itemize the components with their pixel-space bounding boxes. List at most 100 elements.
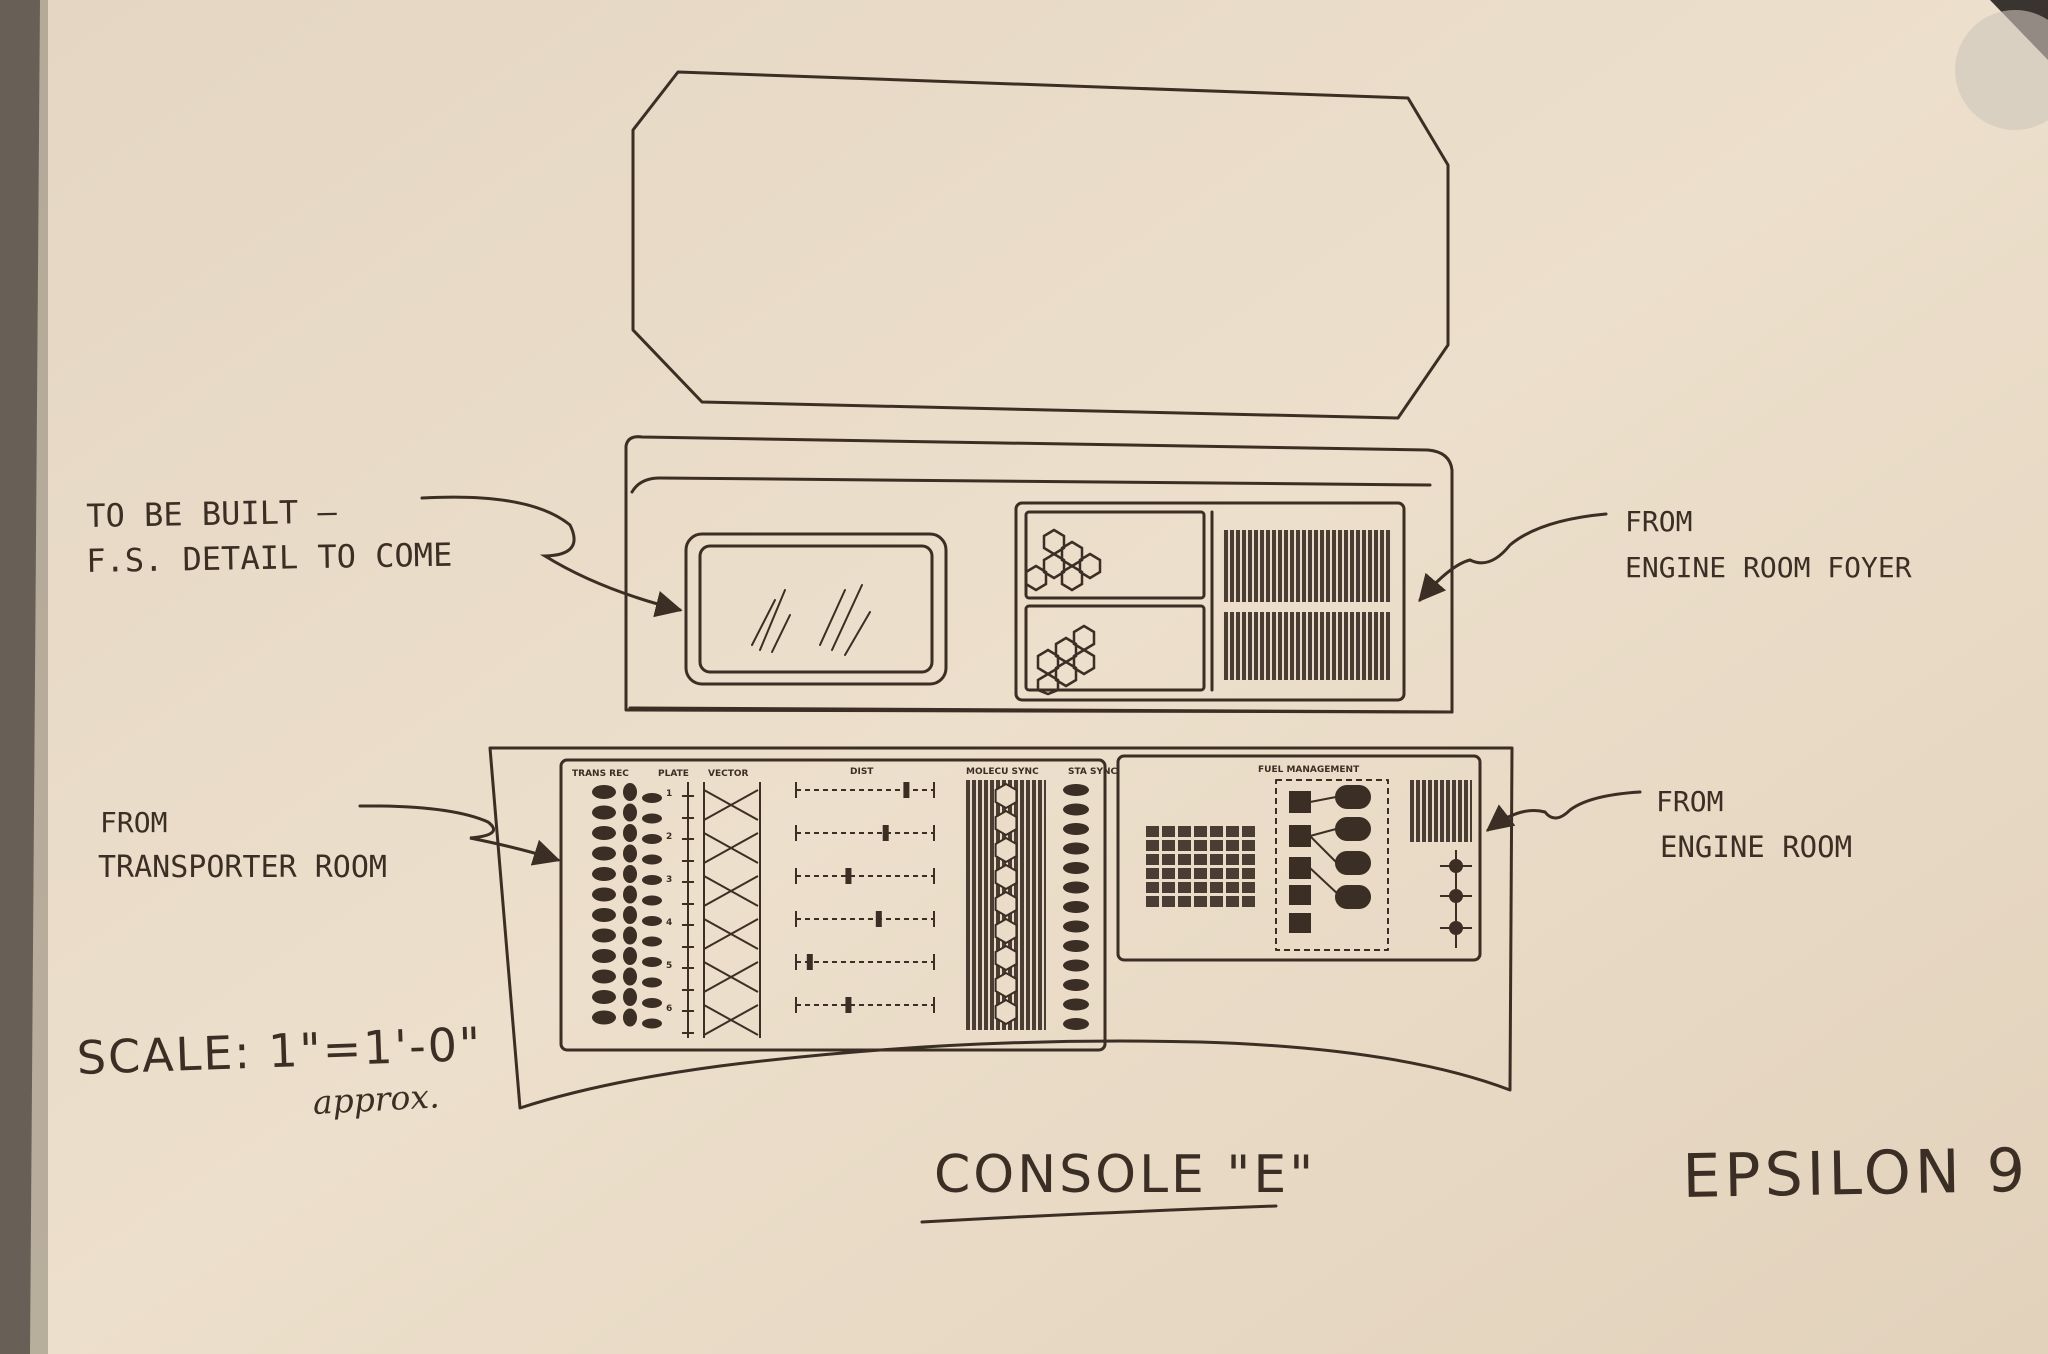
trans-rec-pill [642,854,662,865]
molecu-sync-cells [994,782,1018,1026]
fuel-grid-cell [1162,826,1175,837]
annotation-transporter-room: TRANSPORTER ROOM [98,850,387,885]
trans-rec-oval [592,826,616,840]
title-underline [920,1204,1278,1224]
fuel-grid-cell [1146,826,1159,837]
fuel-grid-cell [1178,854,1191,865]
trans-rec-oval [592,949,616,963]
trans-rec-pill [642,793,662,803]
sta-sync-oval [1063,881,1089,894]
vector-x [703,875,759,907]
sta-sync-oval [1063,940,1089,952]
fuel-grid-cell [1194,896,1207,907]
trans-rec-knob [623,967,637,986]
plate-number: 6 [666,1004,672,1014]
trans-rec-oval [592,969,616,984]
annotation-from-transporter: FROM [100,806,168,839]
fuel-grid-cell [1210,840,1223,851]
fuel-grid-cell [1178,882,1191,893]
annotation-to-be-built: TO BE BUILT — [85,492,338,535]
hex-cluster-top [1024,528,1102,592]
screen-glare [751,584,871,656]
trans-rec-oval [592,785,616,799]
trans-rec-knob [623,783,637,801]
trans-rec-oval [592,867,616,881]
molecu-cell [994,863,1018,891]
glass-object-corner [1955,10,2048,130]
fuel-grid-cell [1226,896,1239,907]
annotation-engine-room-foyer: ENGINE ROOM FOYER [1625,551,1912,584]
fuel-grid-cell [1162,854,1175,865]
sta-sync-oval [1063,901,1089,913]
plate-number: 3 [666,875,672,885]
fuel-grid-cell [1210,826,1223,837]
trans-rec-oval [592,887,616,902]
sta-sync-oval [1063,998,1089,1011]
sta-sync-oval [1063,842,1089,855]
fuel-grid-cell [1210,896,1223,907]
arrow-to-transporter-panel [358,804,561,866]
dist-knob [845,997,852,1013]
fuel-grid-cell [1226,826,1239,837]
sta-sync-oval [1063,959,1089,972]
dist-knob [845,868,852,884]
plate-number: 2 [666,832,672,842]
trans-rec-oval [592,846,616,861]
annotation-from-engine: FROM [1656,785,1724,818]
fuel-grid-cell [1226,868,1239,879]
sta-sync-oval [1063,784,1089,796]
trans-rec-knob [623,1008,637,1027]
molecu-cell [994,782,1018,810]
trans-rec-knob [623,803,637,822]
molecu-cell [994,836,1018,864]
fuel-grid-cell [1146,854,1159,865]
molecu-cell [994,998,1018,1026]
trans-rec-controls [592,783,662,1029]
fuel-grid-cell [1146,840,1159,851]
upper-grill-top [1222,530,1392,602]
trans-rec-pill [642,1018,662,1029]
arrow-to-engine-panel [1485,790,1642,832]
trans-rec-knob [623,947,637,965]
hex-cluster-bottom [1036,624,1096,696]
fuel-grid-cell [1162,882,1175,893]
overhead-monitor-outline [631,70,1450,420]
fuel-grid-cell [1146,868,1159,879]
fuel-grid-cell [1226,854,1239,865]
trans-rec-knob [623,885,637,904]
vector-x [703,961,759,993]
trans-rec-oval [592,928,616,943]
trans-rec-oval [592,908,616,922]
fuel-grid-cell [1210,868,1223,879]
trans-rec-oval [592,805,616,820]
fuel-grid-cell [1242,896,1255,907]
trans-rec-knob [623,926,637,945]
molecu-cell [994,917,1018,945]
sta-sync-oval [1063,862,1089,874]
fuel-grid-cell [1226,840,1239,851]
lower-console-outline [488,746,1514,1110]
vector-x-grid [682,782,761,1038]
trans-rec-pill [642,998,662,1008]
project-name: EPSILON 9 [1681,1135,2030,1212]
sta-sync-oval [1063,1018,1089,1030]
annotation-engine-room: ENGINE ROOM [1660,830,1853,864]
fuel-grid-cell [1210,882,1223,893]
scale-approx: approx. [311,1076,441,1122]
trans-rec-pill [642,895,662,906]
fuel-grid-cell [1178,840,1191,851]
fuel-grid-cell [1194,868,1207,879]
vector-x [703,789,759,821]
trans-rec-pill [642,875,662,885]
transporter-panel [559,758,1107,1052]
molecu-cell [994,890,1018,918]
dist-knob [882,825,889,841]
fuel-panel [1116,754,1482,962]
vector-x [703,918,759,950]
annotation-fs-detail: F.S. DETAIL TO COME [85,535,453,580]
trans-rec-pill [642,813,662,824]
fuel-grid-cell [1194,882,1207,893]
fuel-grid-cell [1194,840,1207,851]
